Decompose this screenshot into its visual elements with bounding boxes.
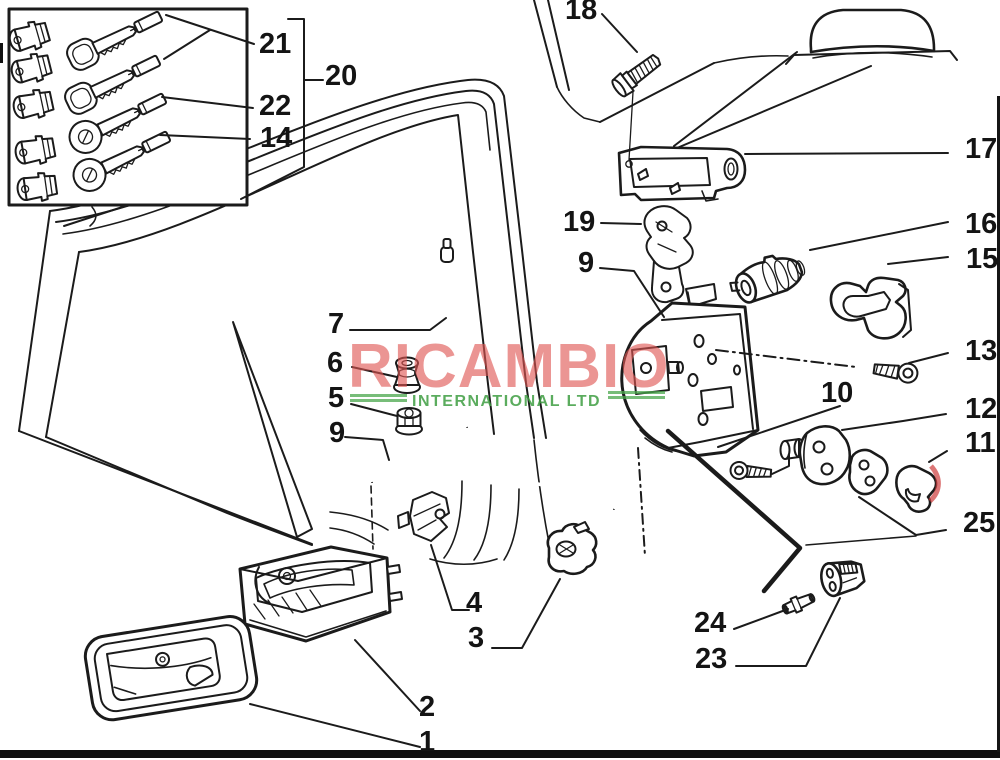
callout-21: 21 [259, 28, 292, 60]
part-2-interior-handle [238, 545, 403, 643]
part-1-handle-bezel [83, 615, 259, 722]
part-12-striker [779, 425, 852, 486]
part-9-link-rod [367, 458, 619, 510]
callout-22: 22 [259, 90, 292, 122]
watermark-subtitle-text: INTERNATIONAL LTD [412, 393, 602, 410]
callout-14: 14 [260, 122, 293, 154]
callout-5: 5 [328, 382, 345, 414]
callout-24: 24 [694, 607, 727, 639]
callout-2: 2 [419, 691, 436, 723]
watermark-bar-left [350, 394, 407, 402]
callout-15: 15 [966, 243, 999, 275]
callout-20: 20 [325, 60, 358, 92]
pointer-wedges [232, 51, 872, 538]
watermark-brand-text: RICAMBIO [348, 332, 670, 401]
part-23-lock-barrel [820, 560, 866, 598]
part-4-clip-bracket [397, 491, 450, 542]
part-24-pin [781, 593, 816, 615]
part-3-grommet [546, 521, 598, 576]
part-18-bolt [611, 53, 662, 98]
part-10-screw [729, 460, 773, 480]
part-16-lock-cylinder [729, 254, 806, 304]
leader-lines [159, 13, 949, 748]
callout-13: 13 [965, 335, 998, 367]
callout-3: 3 [468, 622, 485, 654]
part-6-knob-bush [393, 356, 421, 394]
callout-19: 19 [563, 206, 596, 238]
photo-edges [0, 43, 1000, 758]
part-7-lock-rod [440, 238, 469, 428]
callout-1: 1 [419, 726, 436, 758]
part-13-screw [872, 362, 919, 384]
watermark-bar-right [608, 391, 665, 399]
part-15-clip [829, 276, 912, 340]
callout-17: 17 [965, 133, 998, 165]
callout-7: 7 [328, 308, 345, 340]
key-set-inset [5, 7, 249, 207]
part-19-bracket [643, 205, 694, 304]
part-25-gasket [848, 448, 889, 496]
callout-11: 11 [965, 427, 996, 459]
part-11-gasket [895, 464, 938, 513]
callout-16: 16 [965, 208, 998, 240]
callout-18: 18 [565, 0, 598, 26]
callout-9-left: 9 [329, 417, 346, 449]
callout-10: 10 [821, 377, 854, 409]
callout-9-top: 9 [578, 247, 595, 279]
callout-25: 25 [963, 507, 996, 539]
callout-12: 12 [965, 393, 998, 425]
callout-23: 23 [695, 643, 728, 675]
part-17-exterior-handle [617, 145, 747, 202]
callout-6: 6 [327, 347, 344, 379]
part-17-handle-cover [809, 8, 936, 59]
callout-4: 4 [466, 587, 483, 619]
part-5-nut [395, 407, 423, 436]
